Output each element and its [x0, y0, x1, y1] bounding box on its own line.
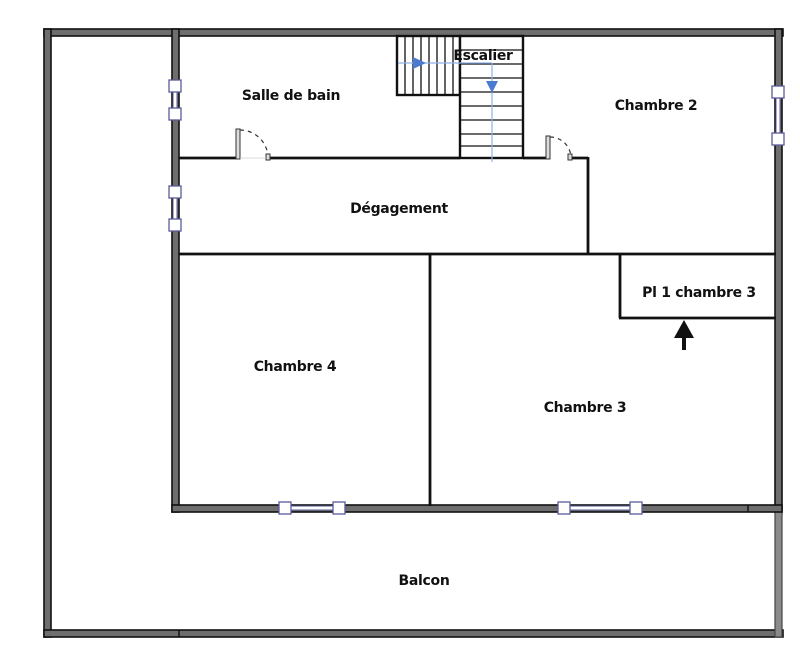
- room-label-placard-chambre-3: Pl 1 chambre 3: [642, 285, 756, 301]
- room-label-chambre-2: Chambre 2: [614, 98, 698, 114]
- window-degagement: [168, 185, 182, 232]
- closet-arrow-up-icon: [674, 320, 694, 350]
- exterior-walls: [43, 28, 784, 638]
- room-label-salle-de-bain: Salle de bain: [241, 88, 341, 104]
- room-label-chambre-4: Chambre 4: [253, 359, 337, 375]
- door-salle-de-bain: [235, 128, 271, 161]
- window-chambre-4: [278, 501, 346, 515]
- room-label-chambre-3: Chambre 3: [543, 400, 627, 416]
- room-label-escalier: Escalier: [453, 48, 513, 64]
- window-salle-de-bain: [168, 79, 182, 121]
- room-label-degagement: Dégagement: [350, 201, 448, 217]
- door-chambre-2: [545, 135, 573, 161]
- room-label-balcon: Balcon: [398, 573, 450, 589]
- stair-arrow-down-icon: [486, 81, 498, 93]
- stair-arrow-right-icon: [413, 57, 426, 69]
- window-chambre-2: [771, 85, 785, 146]
- interior-walls: [179, 156, 776, 506]
- staircase: [395, 34, 525, 162]
- window-chambre-3: [557, 501, 643, 515]
